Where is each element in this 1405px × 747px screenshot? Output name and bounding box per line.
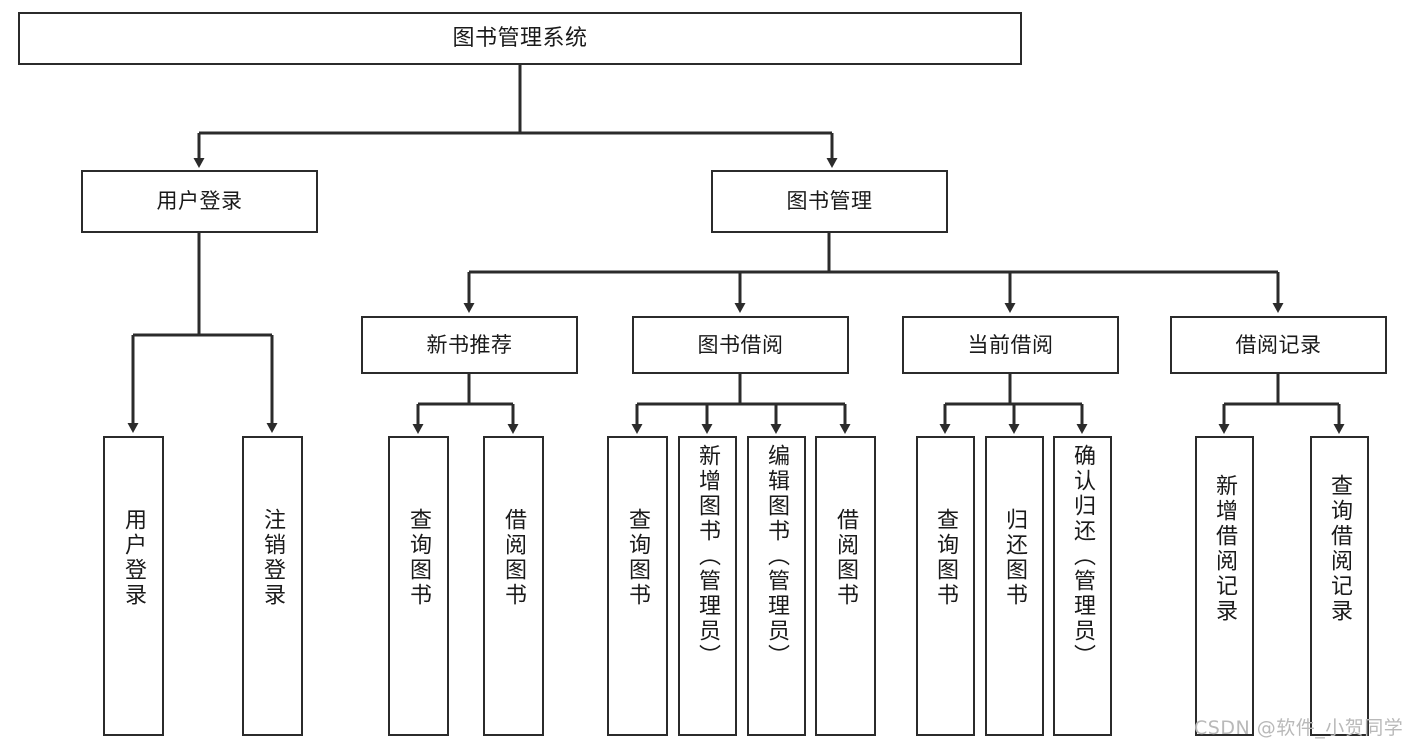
node-leaf-query-book-1[interactable]: 查询图书 xyxy=(388,436,449,736)
node-leaf-query-book-2-label: 查询图书 xyxy=(625,508,651,608)
node-leaf-return-book[interactable]: 归还图书 xyxy=(985,436,1044,736)
node-book-borrow[interactable]: 图书借阅 xyxy=(632,316,849,374)
node-leaf-query-record-label: 查询借阅记录 xyxy=(1327,474,1353,624)
node-leaf-add-record[interactable]: 新增借阅记录 xyxy=(1195,436,1254,736)
node-leaf-edit-book-label: 编辑图书（管理员） xyxy=(764,444,790,669)
node-user-login[interactable]: 用户登录 xyxy=(81,170,318,233)
node-leaf-user-login-label: 用户登录 xyxy=(121,508,147,608)
node-root[interactable]: 图书管理系统 xyxy=(18,12,1022,65)
node-new-book-recommend-label: 新书推荐 xyxy=(426,332,513,357)
node-borrow-record[interactable]: 借阅记录 xyxy=(1170,316,1387,374)
node-leaf-add-book-label: 新增图书（管理员） xyxy=(695,444,721,669)
node-leaf-borrow-book-1-label: 借阅图书 xyxy=(501,508,527,608)
node-leaf-confirm-return-label: 确认归还（管理员） xyxy=(1070,444,1096,669)
node-leaf-add-record-label: 新增借阅记录 xyxy=(1212,474,1238,624)
node-leaf-add-book[interactable]: 新增图书（管理员） xyxy=(678,436,737,736)
node-leaf-query-book-2[interactable]: 查询图书 xyxy=(607,436,668,736)
node-leaf-borrow-book-2[interactable]: 借阅图书 xyxy=(815,436,876,736)
node-book-borrow-label: 图书借阅 xyxy=(697,332,784,357)
node-leaf-user-logout-label: 注销登录 xyxy=(260,508,286,608)
node-current-borrow-label: 当前借阅 xyxy=(967,332,1054,357)
node-leaf-query-book-3-label: 查询图书 xyxy=(933,508,959,608)
node-new-book-recommend[interactable]: 新书推荐 xyxy=(361,316,578,374)
node-book-manage-label: 图书管理 xyxy=(786,189,873,214)
node-current-borrow[interactable]: 当前借阅 xyxy=(902,316,1119,374)
node-leaf-edit-book[interactable]: 编辑图书（管理员） xyxy=(747,436,806,736)
node-root-label: 图书管理系统 xyxy=(452,25,588,51)
node-leaf-borrow-book-1[interactable]: 借阅图书 xyxy=(483,436,544,736)
watermark: CSDN @软件_小贺同学 xyxy=(1194,717,1404,739)
node-leaf-confirm-return[interactable]: 确认归还（管理员） xyxy=(1053,436,1112,736)
node-book-manage[interactable]: 图书管理 xyxy=(711,170,948,233)
node-leaf-return-book-label: 归还图书 xyxy=(1002,508,1028,608)
node-borrow-record-label: 借阅记录 xyxy=(1235,332,1322,357)
node-leaf-query-book-1-label: 查询图书 xyxy=(406,508,432,608)
node-leaf-user-login[interactable]: 用户登录 xyxy=(103,436,164,736)
node-leaf-query-record[interactable]: 查询借阅记录 xyxy=(1310,436,1369,736)
node-user-login-label: 用户登录 xyxy=(156,189,243,214)
node-leaf-user-logout[interactable]: 注销登录 xyxy=(242,436,303,736)
node-leaf-borrow-book-2-label: 借阅图书 xyxy=(833,508,859,608)
node-leaf-query-book-3[interactable]: 查询图书 xyxy=(916,436,975,736)
